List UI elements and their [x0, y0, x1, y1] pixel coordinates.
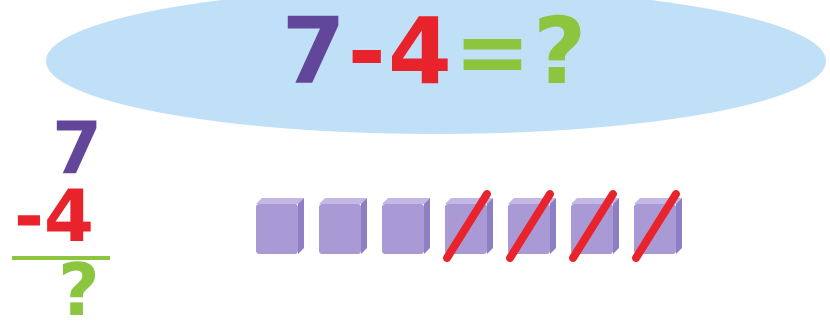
vertical-subtrahend-row: -4 [14, 176, 94, 256]
equation: 7-4=? [0, 2, 830, 102]
cross-out-mark [632, 190, 680, 262]
vertical-result-line [12, 256, 110, 260]
crossed-out-block [632, 190, 684, 262]
counting-blocks [254, 190, 694, 268]
counting-block [380, 196, 432, 256]
equation-equals-sign: = [453, 0, 533, 105]
cross-out-mark [506, 190, 554, 262]
equation-banner [46, 0, 826, 134]
vertical-result: ? [58, 248, 100, 332]
equation-minuend: 7 [281, 0, 348, 105]
vertical-subtraction: 7 -4 ? [0, 0, 140, 334]
equation-minus-sign: - [347, 0, 388, 105]
equation-subtrahend: 4 [387, 0, 454, 105]
crossed-out-block [443, 190, 495, 262]
vertical-subtrahend: 4 [43, 174, 94, 258]
crossed-out-block [569, 190, 621, 262]
vertical-minuend: 7 [52, 106, 103, 190]
cross-out-mark [569, 190, 617, 262]
counting-block [317, 196, 369, 256]
vertical-minus-sign: - [14, 174, 44, 258]
cross-out-mark [443, 190, 491, 262]
equation-result: ? [532, 0, 589, 105]
counting-block [254, 196, 306, 256]
crossed-out-block [506, 190, 558, 262]
